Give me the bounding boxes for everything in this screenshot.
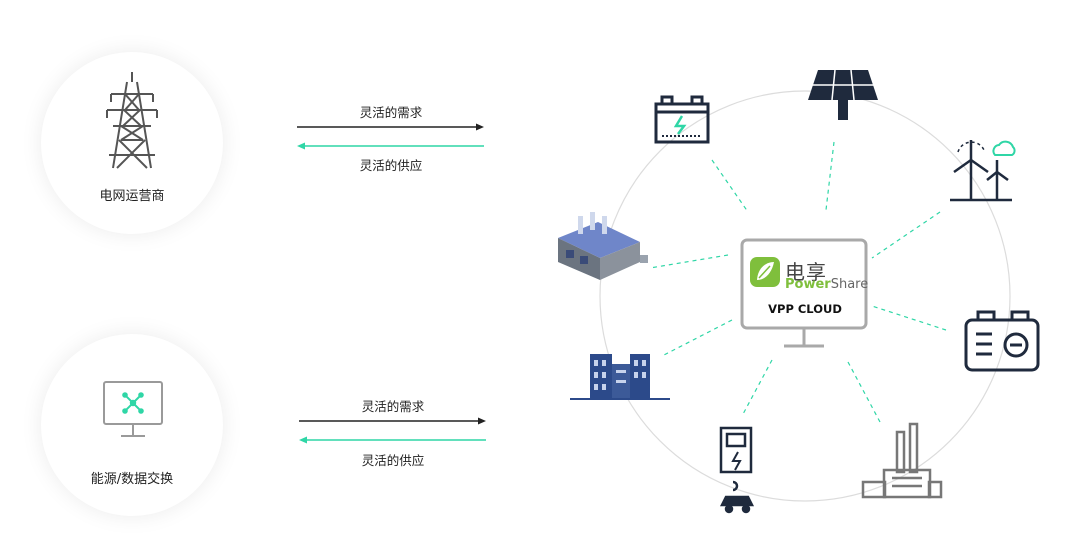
brand-name-power: Power [785, 277, 831, 292]
bottom-demand-arrow [299, 417, 486, 425]
generator-icon [964, 310, 1040, 372]
solar-panel-icon [808, 69, 878, 120]
brand-name-en: PowerShare [785, 277, 868, 292]
bottom-supply-arrow [299, 436, 486, 444]
brand-name-share: Share [830, 277, 869, 292]
vpp-cloud-label: VPP CLOUD [768, 302, 842, 316]
top-supply-label: 灵活的供应 [359, 158, 423, 173]
energy-exchange-label: 能源/数据交换 [90, 472, 174, 487]
grid-operator-node: 电网运营商 [41, 52, 223, 234]
ev-charger-icon [719, 426, 755, 514]
vpp-cloud-monitor [740, 238, 868, 348]
top-demand-label: 灵活的需求 [359, 105, 423, 120]
grid-operator-label: 电网运营商 [99, 189, 165, 204]
monitor-network-icon [103, 381, 163, 437]
battery-icon [654, 95, 710, 144]
bottom-demand-label: 灵活的需求 [361, 399, 425, 414]
ecosystem-ring [599, 90, 1011, 502]
dashed-connectors [649, 141, 947, 423]
transmission-tower-icon [106, 72, 158, 169]
top-supply-arrow [297, 142, 484, 150]
wind-turbine-icon [950, 140, 1016, 202]
energy-exchange-node: 能源/数据交换 [41, 334, 223, 516]
factory-chimney-icon [861, 422, 943, 499]
office-building-icon [570, 354, 670, 400]
bottom-supply-label: 灵活的供应 [361, 453, 425, 468]
top-demand-arrow [297, 123, 484, 131]
brand-name-cn: 电享 [785, 260, 827, 284]
warehouse-icon [558, 212, 648, 280]
